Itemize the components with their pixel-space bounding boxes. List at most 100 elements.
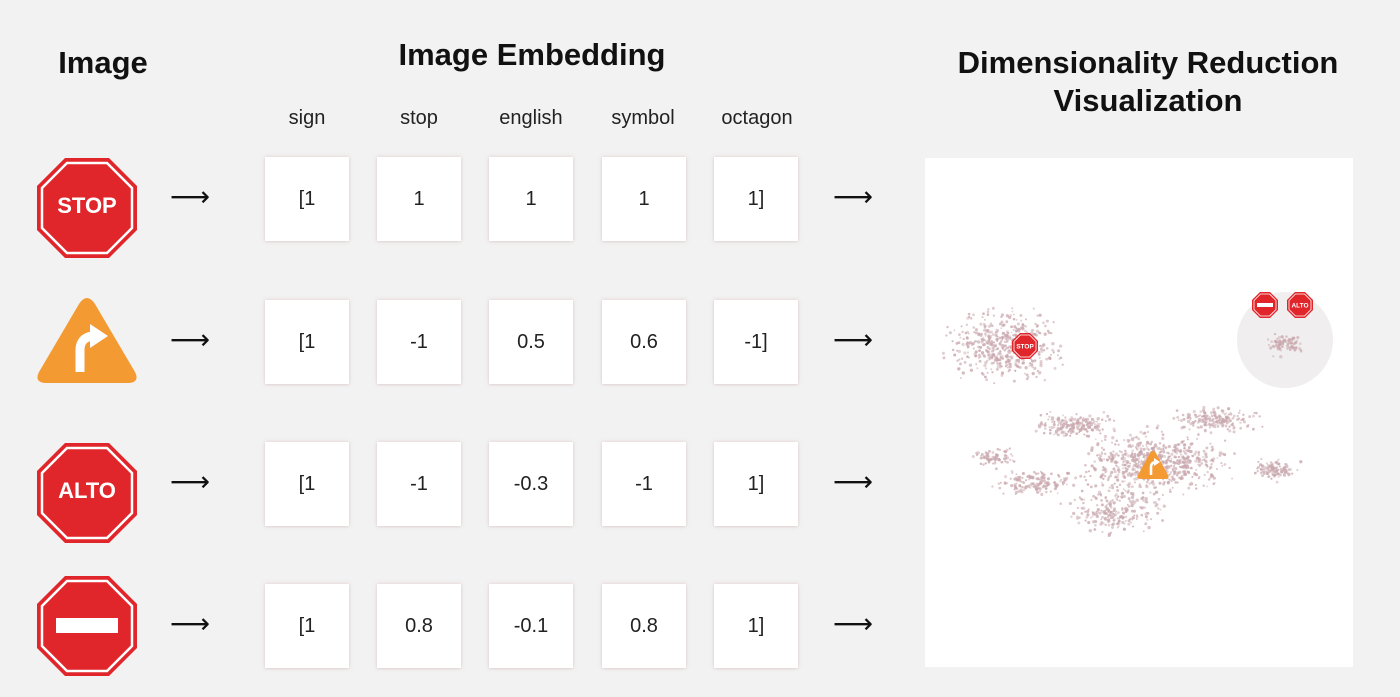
scatter-point	[1114, 482, 1117, 485]
scatter-point	[1064, 419, 1068, 423]
scatter-point	[1261, 474, 1264, 478]
scatter-point	[961, 342, 965, 347]
scatter-point	[1126, 472, 1130, 476]
scatter-point	[1048, 428, 1052, 432]
scatter-point	[1195, 487, 1198, 490]
scatter-point	[1000, 460, 1003, 464]
embedding-cell: 0.8	[602, 584, 686, 668]
embedding-cell: 0.6	[602, 300, 686, 384]
scatter-point	[1040, 492, 1044, 497]
visualization-heading: Dimensionality Reduction Visualization	[957, 45, 1339, 118]
scatter-point	[976, 367, 979, 370]
scatter-point	[1052, 419, 1055, 422]
scatter-point	[1052, 350, 1055, 353]
scatter-point	[1162, 433, 1165, 436]
scatter-point	[1196, 463, 1199, 466]
scatter-point	[1062, 431, 1066, 435]
scatter-point	[999, 340, 1003, 343]
scatter-point	[1172, 478, 1176, 481]
scatter-point	[1065, 471, 1069, 475]
scatter-point	[965, 342, 969, 346]
scatter-point	[1010, 331, 1013, 334]
scatter-point	[1149, 442, 1153, 446]
scatter-point	[1031, 476, 1035, 480]
scatter-point	[1076, 515, 1079, 518]
embedding-cell: 0.8	[377, 584, 461, 668]
scatter-point	[1275, 340, 1279, 344]
scatter-point	[1113, 507, 1116, 511]
scatter-point	[1076, 432, 1079, 435]
scatter-point	[1117, 466, 1120, 469]
stop-marker-icon: STOP	[1012, 333, 1038, 359]
scatter-point	[1008, 362, 1012, 366]
scatter-point	[1177, 476, 1181, 479]
scatter-point	[1265, 472, 1269, 476]
scatter-point	[993, 358, 997, 362]
scatter-point	[1080, 427, 1085, 431]
scatter-point	[1035, 488, 1038, 491]
scatter-point	[1087, 508, 1090, 511]
scatter-point	[1201, 459, 1204, 462]
scatter-point	[1048, 426, 1051, 429]
scatter-point	[1221, 464, 1224, 467]
scatter-point	[1202, 418, 1205, 421]
scatter-point	[965, 336, 969, 339]
scatter-point	[1137, 462, 1140, 465]
scatter-point	[986, 341, 989, 345]
scatter-point	[1042, 431, 1046, 435]
scatter-point	[1270, 465, 1274, 469]
scatter-point	[1216, 457, 1219, 459]
scatter-point	[1003, 344, 1007, 348]
scatter-point	[1286, 343, 1289, 346]
scatter-point	[1142, 499, 1145, 502]
scatter-point	[959, 377, 962, 379]
scatter-point	[1048, 357, 1052, 361]
scatter-point	[1015, 473, 1018, 476]
scatter-point	[1112, 467, 1116, 471]
scatter-point	[993, 341, 996, 344]
scatter-point	[998, 322, 1002, 326]
scatter-point	[1107, 510, 1111, 514]
scatter-point	[1173, 465, 1176, 468]
scatter-point	[966, 316, 970, 320]
scatter-point	[1276, 337, 1279, 340]
scatter-point	[996, 329, 1000, 332]
scatter-point	[1223, 413, 1227, 416]
scatter-point	[1036, 477, 1040, 481]
scatter-point	[1123, 449, 1127, 453]
scatter-point	[1209, 431, 1213, 435]
scatter-point	[1210, 419, 1214, 422]
scatter-point	[1013, 460, 1016, 463]
scatter-point	[980, 340, 984, 344]
scatter-point	[1138, 485, 1141, 488]
scatter-point	[1084, 478, 1088, 482]
scatter-point	[1080, 421, 1084, 425]
scatter-point	[1118, 450, 1121, 453]
scatter-point	[991, 333, 995, 336]
scatter-point	[1116, 526, 1119, 529]
scatter-point	[1004, 475, 1008, 479]
scatter-point	[1246, 425, 1249, 428]
scatter-point	[1162, 504, 1166, 508]
scatter-point	[1090, 428, 1095, 432]
scatter-point	[974, 350, 978, 354]
scatter-point	[1144, 522, 1148, 526]
scatter-point	[1062, 414, 1065, 417]
scatter-point	[1197, 426, 1200, 429]
scatter-point	[1098, 429, 1101, 432]
scatter-point	[1155, 503, 1159, 506]
scatter-point	[1158, 442, 1162, 445]
scatter-point	[1122, 488, 1125, 491]
scatter-point	[1036, 369, 1040, 373]
scatter-point	[1100, 446, 1104, 450]
scatter-point	[1087, 434, 1091, 438]
scatter-point	[1146, 518, 1149, 521]
scatter-point	[1131, 444, 1135, 448]
scatter-point	[1123, 476, 1127, 480]
scatter-point	[1004, 361, 1008, 365]
scatter-point	[1233, 426, 1236, 429]
scatter-point	[1179, 453, 1182, 456]
scatter-point	[1275, 345, 1278, 348]
scatter-point	[980, 456, 983, 459]
scatter-point	[1110, 525, 1115, 529]
